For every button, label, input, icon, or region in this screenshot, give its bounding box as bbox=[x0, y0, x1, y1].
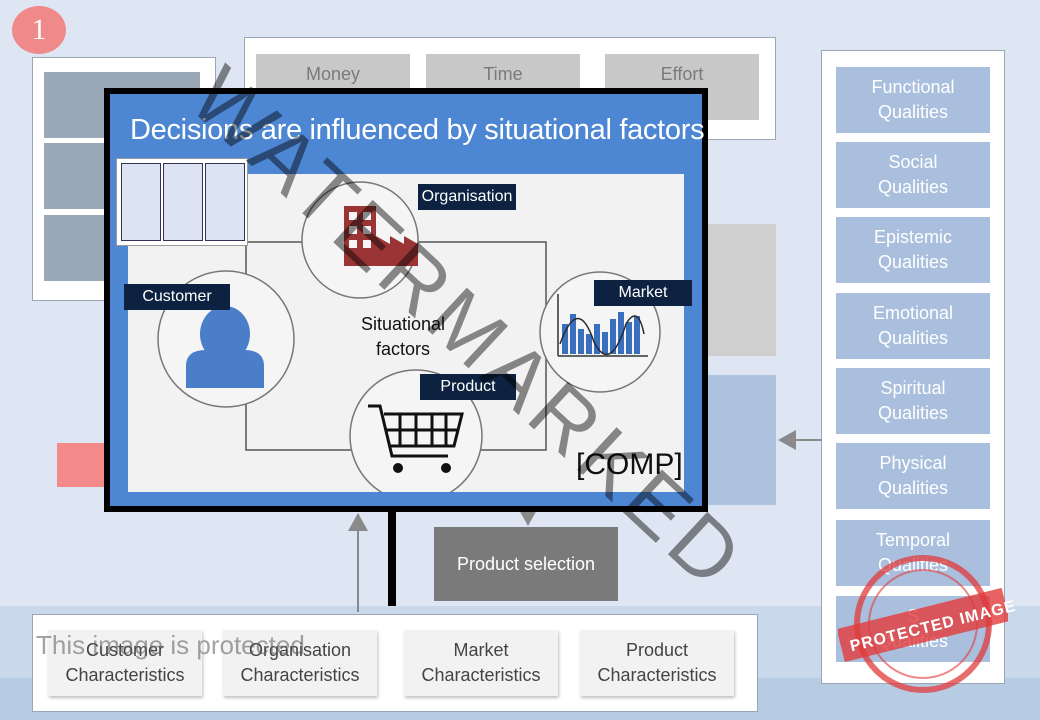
char-customer-line1: Customer bbox=[85, 640, 165, 660]
char-customer: Customer Characteristics bbox=[48, 630, 202, 696]
quality-spiritual-line2: Qualities bbox=[877, 403, 949, 423]
quality-functional-line1: Functional bbox=[871, 77, 955, 97]
hidden-gray-box bbox=[700, 224, 776, 356]
highlight-box bbox=[57, 443, 107, 487]
thumbnail-panel-3 bbox=[205, 163, 245, 241]
protected-notice: This image is protected bbox=[36, 630, 305, 660]
quality-physical-line1: Physical bbox=[879, 453, 947, 473]
quality-epistemic-line1: Epistemic bbox=[873, 227, 953, 247]
thumbnail-panel-2 bbox=[163, 163, 203, 241]
char-product-line2: Characteristics bbox=[597, 665, 717, 685]
situational-line1: Situational bbox=[360, 314, 446, 334]
quality-epistemic: Epistemic Qualities bbox=[836, 217, 990, 283]
situational-factors-label: Situational factors bbox=[348, 312, 458, 362]
label-organisation: Organisation bbox=[418, 184, 516, 210]
thumbnail-panel-1 bbox=[121, 163, 161, 241]
product-selection-box: Product selection bbox=[434, 527, 618, 601]
char-product-line1: Product bbox=[625, 640, 689, 660]
person-icon bbox=[186, 306, 264, 388]
char-customer-line2: Characteristics bbox=[65, 665, 185, 685]
situational-line2: factors bbox=[375, 339, 431, 359]
quality-social: Social Qualities bbox=[836, 142, 990, 208]
quality-functional: Functional Qualities bbox=[836, 67, 990, 133]
label-market: Market bbox=[594, 280, 692, 306]
quality-social-line1: Social bbox=[888, 152, 938, 172]
step-badge: 1 bbox=[12, 6, 66, 54]
slide-frame: Decisions are influenced by situational … bbox=[104, 88, 708, 512]
cart-wheel-left-icon bbox=[393, 463, 403, 473]
quality-emotional: Emotional Qualities bbox=[836, 293, 990, 359]
char-organisation-line1: Organisation bbox=[248, 640, 352, 660]
quality-social-line2: Qualities bbox=[877, 177, 949, 197]
char-market-line2: Characteristics bbox=[421, 665, 541, 685]
quality-spiritual-line1: Spiritual bbox=[880, 378, 946, 398]
quality-emotional-line2: Qualities bbox=[877, 328, 949, 348]
label-product: Product bbox=[420, 374, 516, 400]
char-organisation: Organisation Characteristics bbox=[223, 630, 377, 696]
protected-stamp-icon bbox=[838, 555, 1008, 693]
char-organisation-line2: Characteristics bbox=[240, 665, 360, 685]
quality-emotional-line1: Emotional bbox=[872, 303, 954, 323]
slide-title: Decisions are influenced by situational … bbox=[130, 114, 705, 146]
char-market: Market Characteristics bbox=[404, 630, 558, 696]
char-product: Product Characteristics bbox=[580, 630, 734, 696]
quality-spiritual: Spiritual Qualities bbox=[836, 368, 990, 434]
label-customer: Customer bbox=[124, 284, 230, 310]
quality-functional-line2: Qualities bbox=[877, 102, 949, 122]
quality-temporal-line1: Temporal bbox=[875, 530, 951, 550]
slide-background: Decisions are influenced by situational … bbox=[110, 94, 705, 506]
quality-epistemic-line2: Qualities bbox=[877, 252, 949, 272]
quality-physical-line2: Qualities bbox=[877, 478, 949, 498]
slide-canvas: Organisation Customer Market Product Sit… bbox=[116, 158, 692, 492]
quality-temporal: Temporal Qualities bbox=[836, 520, 990, 586]
char-market-line1: Market bbox=[453, 640, 509, 660]
comp-label: [COMP] bbox=[576, 448, 683, 481]
hidden-blue-box bbox=[700, 375, 776, 505]
quality-physical: Physical Qualities bbox=[836, 443, 990, 509]
slide-thumbnail bbox=[116, 158, 248, 246]
market-chart-icon bbox=[557, 294, 648, 357]
cart-wheel-right-icon bbox=[441, 463, 451, 473]
cart-icon bbox=[368, 404, 464, 458]
